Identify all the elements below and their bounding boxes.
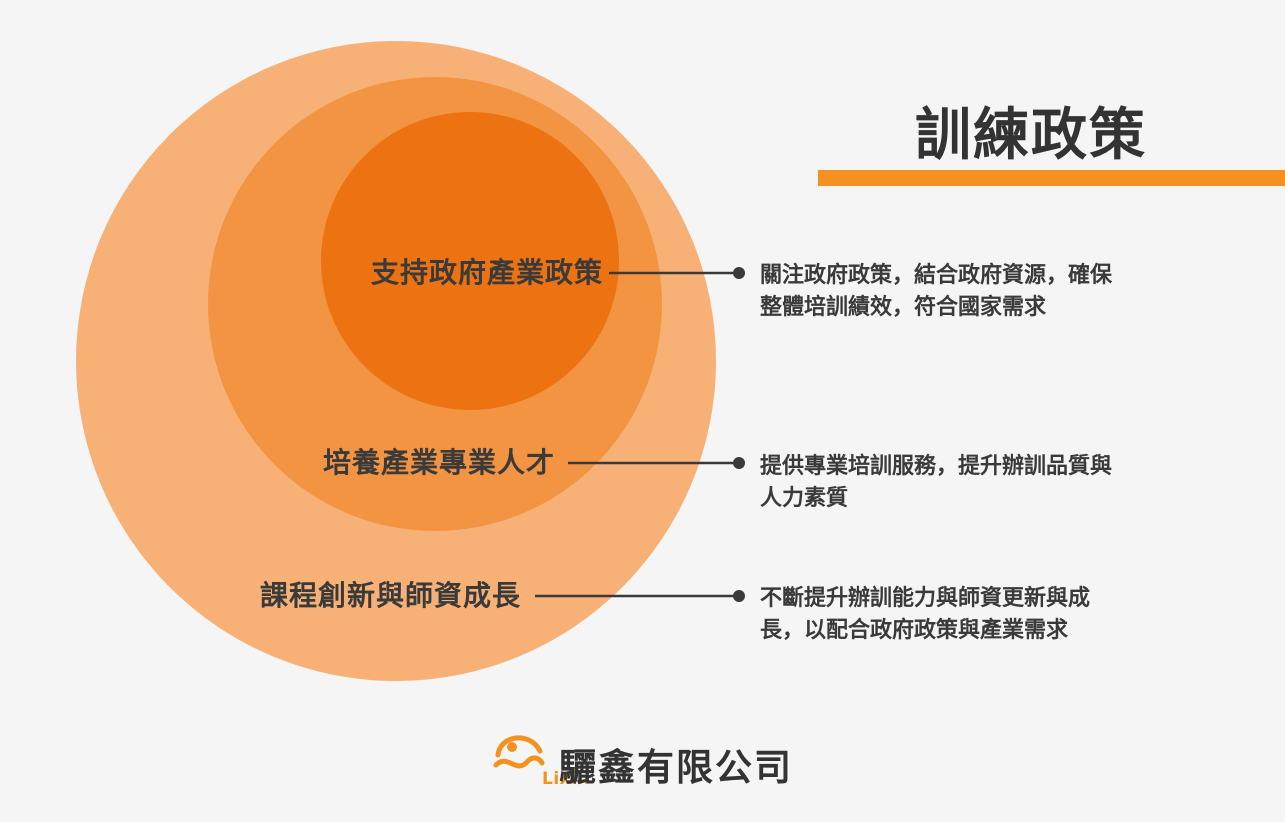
logo-arc bbox=[495, 735, 543, 758]
title-underline-bar bbox=[818, 170, 1285, 186]
lixin-logo-icon bbox=[493, 735, 545, 769]
connector-dot-outer bbox=[733, 590, 745, 602]
description-line: 不斷提升辦訓能力與師資更新與成 bbox=[760, 586, 1091, 611]
logo-text: Lixin bbox=[542, 769, 591, 789]
outer-ring-description: 不斷提升辦訓能力與師資更新與成 長，以配合政府政策與產業需求 bbox=[760, 583, 1200, 647]
inner-ring-description: 關注政府政策，結合政府資源，確保 整體培訓績效，符合國家需求 bbox=[760, 260, 1200, 324]
description-line: 整體培訓績效，符合國家需求 bbox=[760, 295, 1047, 320]
middle-ring-description: 提供專業培訓服務，提升辦訓品質與 人力素質 bbox=[760, 451, 1200, 515]
logo-wave bbox=[493, 755, 545, 769]
inner-ring-label: 支持政府產業政策 bbox=[370, 256, 603, 289]
middle-ring-label: 培養產業專業人才 bbox=[322, 446, 555, 479]
page-title: 訓練政策 bbox=[915, 103, 1147, 168]
connector-dot-inner bbox=[733, 267, 745, 279]
description-line: 長，以配合政府政策與產業需求 bbox=[760, 618, 1069, 643]
inner-circle bbox=[321, 112, 619, 410]
company-name: 驪鑫有限公司 bbox=[559, 746, 793, 789]
logo-dot bbox=[507, 742, 517, 752]
description-line: 關注政府政策，結合政府資源，確保 bbox=[760, 263, 1113, 288]
connector-dot-middle bbox=[733, 457, 745, 469]
description-line: 人力素質 bbox=[760, 486, 849, 511]
description-line: 提供專業培訓服務，提升辦訓品質與 bbox=[760, 454, 1113, 479]
outer-ring-label: 課程創新與師資成長 bbox=[259, 579, 521, 612]
